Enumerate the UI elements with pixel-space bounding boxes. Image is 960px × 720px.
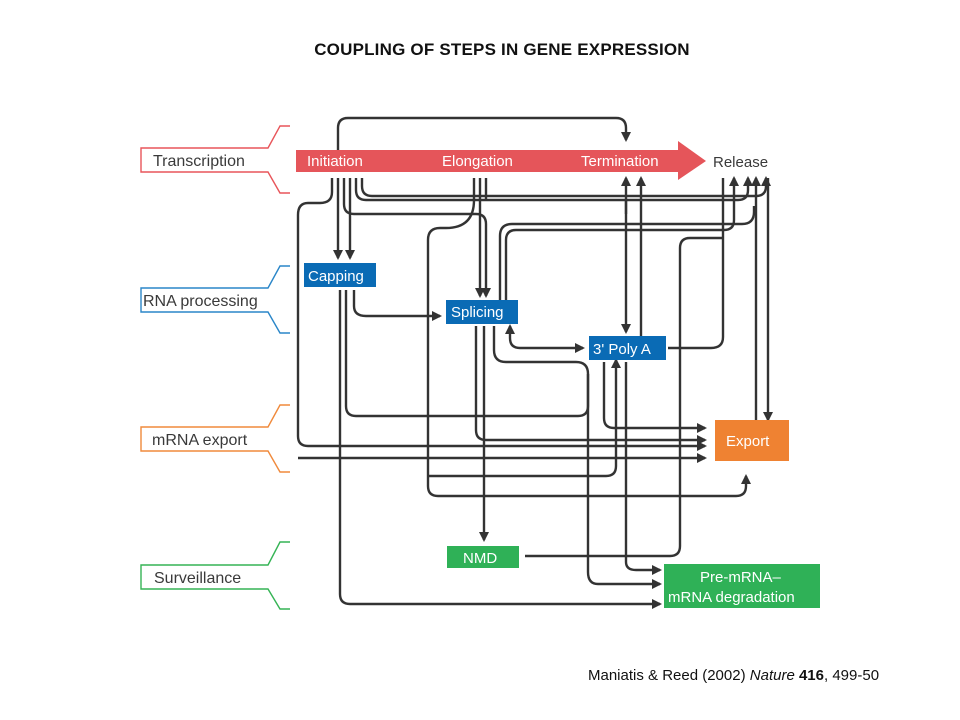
- node-splicing-label: Splicing: [451, 304, 504, 321]
- arrow-initiation-to-export: [296, 178, 708, 452]
- transcription-arrow-shape: [296, 141, 706, 180]
- citation-journal: Nature: [749, 667, 795, 684]
- citation-pages: , 499-50: [824, 667, 880, 684]
- citation-volume: 416: [798, 667, 824, 684]
- node-capping-label: Capping: [308, 268, 364, 285]
- arrow-capping-to-degradation: [338, 290, 663, 610]
- node-degradation-label-1: Pre-mRNA–: [700, 569, 782, 586]
- category-label-rna-processing: RNA processing: [143, 293, 258, 310]
- node-nmd: NMD: [447, 546, 519, 568]
- line-release-to-nmd: [525, 236, 724, 558]
- node-degradation-label-2: mRNA degradation: [668, 589, 795, 606]
- citation-authors: Maniatis & Reed (2002): [588, 667, 746, 684]
- node-capping: Capping: [304, 263, 376, 287]
- connector-lines: [296, 116, 774, 610]
- arrow-splicing-polya: [504, 323, 586, 354]
- step-release: Release: [713, 154, 768, 171]
- bracket-rna-processing: [140, 265, 290, 334]
- category-label-surveillance: Surveillance: [154, 570, 241, 587]
- line-splicing-to-release: [498, 206, 756, 302]
- transcription-arrow: Initiation Elongation Termination Releas…: [296, 141, 768, 180]
- arrow-capping-to-splicing: [352, 290, 443, 322]
- arrow-splicing-to-release: [504, 175, 740, 302]
- node-splicing: Splicing: [446, 300, 518, 324]
- category-mrna-export: mRNA export: [140, 404, 290, 473]
- arrow-to-polya: [428, 357, 622, 478]
- arrow-polya-to-degradation: [624, 362, 663, 576]
- category-label-mrna-export: mRNA export: [152, 432, 248, 449]
- bracket-transcription: [140, 125, 290, 194]
- arrow-initiation-to-release: [354, 175, 754, 202]
- line-polya-to-release: [668, 178, 725, 350]
- step-elongation: Elongation: [442, 153, 513, 170]
- arrow-splicing-to-degradation: [492, 326, 663, 590]
- category-transcription: Transcription: [140, 125, 290, 194]
- node-export: Export: [715, 420, 789, 461]
- category-rna-processing: RNA processing: [140, 265, 290, 334]
- arrow-elongation-to-export: [426, 178, 752, 498]
- node-export-label: Export: [726, 433, 770, 450]
- bracket-mrna-export: [140, 404, 290, 473]
- bracket-surveillance: [140, 541, 290, 610]
- node-nmd-label: NMD: [463, 550, 497, 567]
- category-surveillance: Surveillance: [140, 541, 290, 610]
- step-initiation: Initiation: [307, 153, 363, 170]
- arrow-initiation-to-release-2: [360, 175, 772, 198]
- arrow-polya-to-export: [602, 362, 708, 434]
- diagram-title: COUPLING OF STEPS IN GENE EXPRESSION: [314, 40, 690, 59]
- node-polya: 3' Poly A: [589, 336, 666, 360]
- arrow-initiation-to-splicing: [342, 178, 492, 299]
- arrow-initiation-to-termination: [336, 116, 632, 150]
- arrow-splicing-to-export: [474, 326, 708, 446]
- category-label-transcription: Transcription: [153, 153, 245, 170]
- node-polya-label: 3' Poly A: [593, 341, 651, 358]
- step-termination: Termination: [581, 153, 659, 170]
- citation: Maniatis & Reed (2002) Nature 416, 499-5…: [588, 667, 879, 684]
- node-degradation: Pre-mRNA– mRNA degradation: [664, 564, 820, 608]
